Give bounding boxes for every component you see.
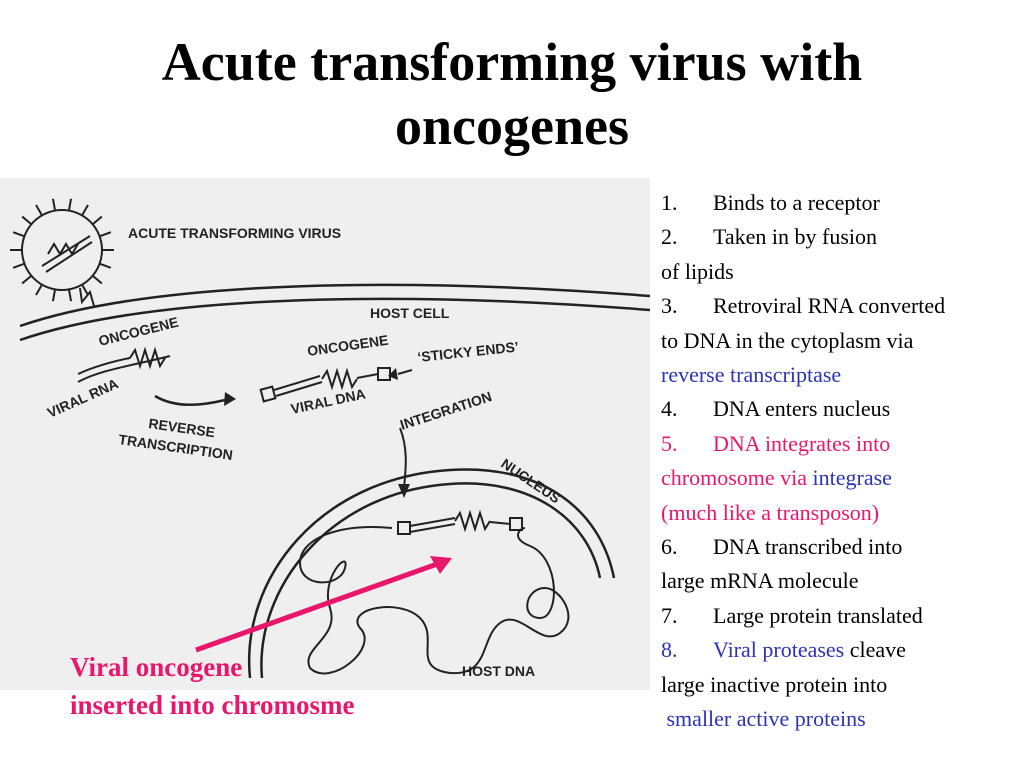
virus-label: ACUTE TRANSFORMING VIRUS (128, 225, 341, 241)
virus-spike (67, 198, 73, 211)
step-2: 2. Taken in by fusion (661, 220, 1021, 254)
host-dna-strand (298, 509, 570, 675)
step-5: 5. DNA integrates into (661, 427, 1021, 461)
step-4: 4. DNA enters nucleus (661, 392, 1021, 426)
nucleus-membrane (247, 468, 616, 679)
step-1-number: 1. (661, 190, 678, 215)
virus-spike (35, 284, 43, 296)
step-5-chromosome-via: chromosome via (661, 465, 813, 491)
sticky-ends-arrowhead (388, 368, 398, 380)
step-1-text: Binds to a receptor (713, 190, 880, 215)
steps-list: 1. Binds to a receptor 2. Taken in by fusi… (661, 186, 1021, 737)
step-5-transposon-note: (much like a transposon) (661, 499, 880, 525)
viral-dna-strand (259, 367, 391, 403)
step-2-text: Taken in by fusion (713, 224, 878, 250)
step-5-number: 5. (661, 430, 678, 456)
step-7: 7. Large protein translated (661, 599, 1021, 633)
step-7-text: Large protein translated (713, 602, 923, 628)
step-5-continued: chromosome via integrase (661, 461, 1021, 495)
title-line-1: Acute transforming virus with (161, 32, 863, 92)
step-8-active-proteins: smaller active proteins (661, 706, 866, 732)
virus-spike (12, 262, 25, 269)
integration-arrow (399, 427, 407, 489)
virus-spike (51, 198, 57, 211)
step-3-number: 3. (661, 293, 678, 319)
step-8-continued: large inactive protein into (661, 671, 888, 697)
virus-spike (81, 284, 89, 296)
virus-spike (99, 231, 112, 238)
virus-spike (81, 204, 89, 216)
viral-rna-strand (77, 346, 171, 383)
virus-spike (35, 204, 43, 216)
step-6-continued: large mRNA molecule (661, 568, 859, 594)
step-5-integrase: integrase (812, 465, 892, 491)
caption-line-1: Viral oncogene (70, 652, 243, 682)
virus-spike (67, 289, 73, 302)
host-cell-label: HOST CELL (370, 305, 450, 321)
step-4-number: 4. (661, 396, 678, 422)
reverse-transcription-arrow (154, 394, 226, 407)
step-8-text: cleave (844, 637, 906, 663)
step-8-number: 8. (661, 637, 678, 663)
insertion-pointer-arrowhead (430, 556, 452, 574)
title-line-2: oncogenes (395, 96, 629, 156)
step-2-number: 2. (661, 224, 678, 250)
step-6: 6. DNA transcribed into (661, 530, 1021, 564)
step-3: 3. Retroviral RNA converted (661, 289, 1021, 323)
virus-spike (21, 274, 33, 285)
slide-title: Acute transforming virus with oncogenes (0, 30, 1024, 158)
virus-spike (21, 215, 33, 226)
step-3-text: Retroviral RNA converted (713, 293, 946, 319)
host-cell-membrane (19, 283, 651, 342)
diagram-caption: Viral oncogene inserted into chromosme (70, 648, 354, 724)
step-6-text: DNA transcribed into (713, 534, 903, 560)
virus-spike (91, 274, 103, 285)
virus-spike (12, 231, 25, 238)
caption-line-2: inserted into chromosme (70, 690, 355, 720)
step-5-text: DNA integrates into (713, 430, 891, 456)
step-8-viral-proteases: Viral proteases (713, 637, 845, 663)
step-2-continued: of lipids (661, 258, 734, 284)
insertion-pointer-arrow (195, 560, 441, 653)
virus-spike (91, 215, 103, 226)
virus-particle (10, 198, 114, 307)
step-7-number: 7. (661, 602, 678, 628)
virus-diagram: ACUTE TRANSFORMING VIRUS HOST CELL ONCOG… (0, 178, 651, 690)
step-3-continued: to DNA in the cytoplasm via (661, 327, 914, 353)
sticky-ends-arrow (397, 369, 413, 375)
virus-spike (99, 262, 112, 269)
diagram-background (0, 178, 650, 690)
step-8: 8. Viral proteases cleave (661, 633, 1021, 667)
step-6-number: 6. (661, 534, 678, 560)
virus-spike (51, 289, 57, 302)
step-3-reverse-transcriptase: reverse transcriptase (661, 362, 842, 388)
host-dna-label: HOST DNA (462, 663, 535, 679)
step-4-text: DNA enters nucleus (713, 396, 891, 422)
reverse-transcription-arrowhead (224, 392, 236, 406)
diagram-svg: ACUTE TRANSFORMING VIRUS HOST CELL ONCOG… (0, 178, 651, 690)
step-1: 1. Binds to a receptor (661, 186, 1021, 220)
